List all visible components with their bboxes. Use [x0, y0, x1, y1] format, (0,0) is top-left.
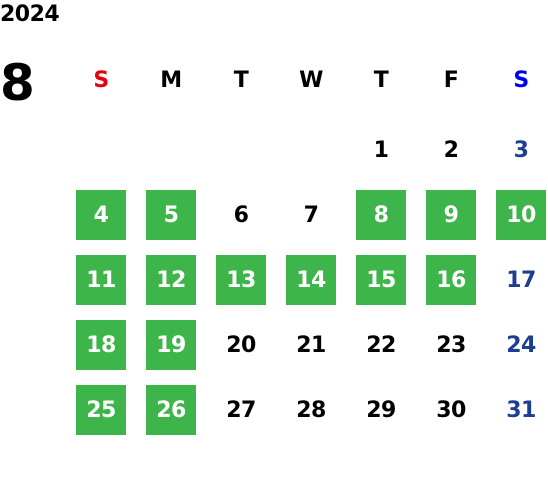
calendar-day[interactable]: 7: [303, 202, 319, 228]
calendar-day[interactable]: 6: [233, 202, 249, 228]
calendar-day-highlighted[interactable]: 8: [356, 190, 406, 240]
calendar-day[interactable]: 22: [366, 332, 396, 358]
calendar-day[interactable]: 30: [436, 397, 466, 423]
calendar-day-highlighted[interactable]: 12: [146, 255, 196, 305]
calendar-day-highlighted[interactable]: 19: [146, 320, 196, 370]
calendar-day[interactable]: 28: [296, 397, 326, 423]
year-label: 2024: [0, 2, 60, 27]
weekday-header-friday: F: [443, 67, 459, 93]
weekday-header-sunday: S: [93, 67, 109, 93]
week-row: 18 19 20 21 22 23 24: [66, 320, 548, 370]
calendar-day[interactable]: 24: [506, 332, 536, 358]
calendar-day[interactable]: 17: [506, 267, 536, 293]
month-label: 8: [0, 54, 35, 112]
calendar-day-highlighted[interactable]: 13: [216, 255, 266, 305]
calendar-day[interactable]: 2: [443, 137, 459, 163]
calendar-day[interactable]: 29: [366, 397, 396, 423]
week-row: 1 2 3: [66, 125, 548, 175]
calendar-day-highlighted[interactable]: 16: [426, 255, 476, 305]
calendar-day-highlighted[interactable]: 25: [76, 385, 126, 435]
weekday-header-wednesday: W: [299, 67, 323, 93]
calendar-day-highlighted[interactable]: 5: [146, 190, 196, 240]
weekday-header-saturday: S: [513, 67, 529, 93]
calendar-day-highlighted[interactable]: 4: [76, 190, 126, 240]
calendar-day[interactable]: 23: [436, 332, 466, 358]
calendar-day-highlighted[interactable]: 11: [76, 255, 126, 305]
week-row: 25 26 27 28 29 30 31: [66, 385, 548, 435]
week-row: 11 12 13 14 15 16 17: [66, 255, 548, 305]
calendar-day[interactable]: 3: [513, 137, 529, 163]
calendar-day-highlighted[interactable]: 18: [76, 320, 126, 370]
calendar-day[interactable]: 20: [226, 332, 256, 358]
calendar-day-highlighted[interactable]: 14: [286, 255, 336, 305]
calendar-day-highlighted[interactable]: 9: [426, 190, 476, 240]
calendar-day-highlighted[interactable]: 15: [356, 255, 406, 305]
weekday-header-monday: M: [160, 67, 182, 93]
calendar-day-highlighted[interactable]: 26: [146, 385, 196, 435]
calendar-day[interactable]: 21: [296, 332, 326, 358]
weekday-header-tuesday: T: [233, 67, 249, 93]
calendar-day-highlighted[interactable]: 10: [496, 190, 546, 240]
calendar-day[interactable]: 1: [373, 137, 389, 163]
weekday-header-thursday: T: [373, 67, 389, 93]
calendar-day[interactable]: 31: [506, 397, 536, 423]
calendar-day[interactable]: 27: [226, 397, 256, 423]
